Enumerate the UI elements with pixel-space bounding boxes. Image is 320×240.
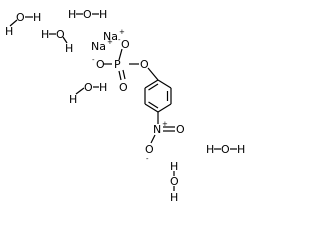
- hydrogen-atom: H: [170, 191, 178, 204]
- oxygen-atom: O: [96, 58, 105, 71]
- hydrogen-atom: H: [33, 11, 41, 24]
- hydrogen-atom: H: [41, 28, 49, 41]
- bonds: [9, 13, 237, 191]
- oxygen-atom: O: [140, 58, 149, 71]
- bond-p-o-top: [118, 48, 123, 61]
- water-molecule-5: H O H: [206, 143, 245, 156]
- oxygen-atom: O: [121, 38, 130, 51]
- hydrogen-atom: H: [170, 160, 178, 173]
- hydrogen-atom: H: [237, 143, 245, 156]
- oxygen-atom: O: [176, 123, 185, 136]
- water-3-bond-b: [62, 36, 68, 44]
- positive-charge: +: [119, 28, 125, 36]
- sodium-symbol: Na: [91, 40, 106, 53]
- hydrogen-atom: H: [206, 143, 214, 156]
- sodium-symbol: Na: [103, 30, 118, 43]
- ring-bond-4: [144, 103, 159, 113]
- negative-charge: -: [92, 56, 95, 64]
- ring-bond-6: [144, 79, 159, 89]
- positive-charge: +: [107, 38, 113, 46]
- positive-charge: +: [162, 120, 168, 128]
- ring-double-2: [148, 101, 159, 109]
- bond-p-o-double-1: [118, 70, 122, 81]
- oxygen-atom: O: [16, 11, 25, 24]
- water-molecule-1: H O H: [5, 11, 41, 38]
- water-1-bond-a: [9, 19, 18, 27]
- oxygen-atom: O: [119, 81, 128, 94]
- nitro-group: N + O O -: [145, 120, 185, 163]
- hydrogen-atom: H: [99, 81, 107, 94]
- hydrogen-atom: H: [65, 42, 73, 55]
- water-4-bond-a: [75, 87, 85, 95]
- oxygen-atom: O: [56, 28, 65, 41]
- chemical-structure-diagram: H O H H O H H O H H O H H O H H O H Na +…: [5, 8, 245, 204]
- ring-bond-3: [157, 103, 172, 113]
- oxygen-atom: O: [83, 8, 92, 21]
- hydrogen-atom: H: [69, 93, 77, 106]
- water-molecule-3: H O H: [41, 28, 73, 55]
- nitrogen-atom: N: [153, 123, 161, 136]
- water-molecule-4: H O H: [69, 81, 107, 106]
- hydrogen-atom: H: [5, 25, 13, 38]
- oxygen-atom: O: [84, 81, 93, 94]
- water-molecule-6: H O H: [170, 160, 179, 204]
- phosphorus-atom: P: [114, 58, 121, 71]
- bond-o-ring: [147, 67, 159, 81]
- sodium-ion-1: Na +: [103, 28, 125, 43]
- ring-bond-1: [157, 79, 172, 89]
- sodium-ion-2: Na +: [91, 38, 113, 53]
- negative-charge: -: [118, 36, 121, 44]
- oxygen-atom: O: [221, 143, 230, 156]
- water-molecule-2: H O H: [68, 8, 107, 21]
- hydrogen-atom: H: [68, 8, 76, 21]
- hydrogen-atom: H: [99, 8, 107, 21]
- oxygen-atom: O: [170, 175, 179, 188]
- phosphate-group: - O - O P O O: [92, 36, 149, 94]
- ring-double-3: [148, 83, 159, 91]
- bond-n-o-minus: [150, 134, 156, 144]
- oxygen-atom: O: [145, 143, 154, 156]
- negative-charge: -: [146, 155, 149, 163]
- bond-p-o-double-2: [122, 69, 126, 80]
